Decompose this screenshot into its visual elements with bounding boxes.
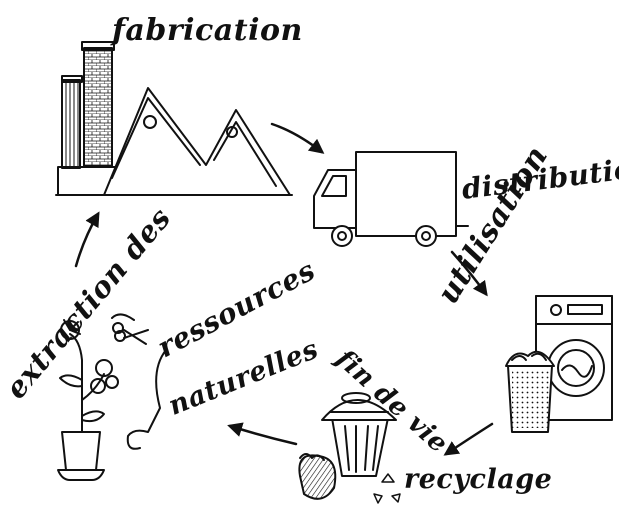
laundry-basket-icon bbox=[505, 350, 555, 433]
arrow-to-extraction bbox=[227, 422, 298, 446]
hand-scissors-icon bbox=[111, 313, 167, 450]
trash-bag-icon bbox=[298, 453, 337, 500]
arrow-to-fabrication bbox=[74, 211, 100, 268]
cycle-arrows bbox=[74, 122, 494, 456]
factory-icon bbox=[55, 41, 293, 196]
trash-can-icon bbox=[321, 392, 397, 477]
truck-icon bbox=[313, 151, 469, 247]
recycle-icon bbox=[373, 473, 401, 504]
arrow-to-utilisation bbox=[450, 250, 488, 297]
label-fabrication: fabrication bbox=[112, 13, 303, 48]
plant-pot-icon bbox=[57, 319, 119, 481]
arrow-to-distribution bbox=[270, 122, 325, 154]
arrow-to-end-of-life bbox=[443, 422, 494, 456]
label-recyclage: recyclage bbox=[404, 464, 553, 495]
